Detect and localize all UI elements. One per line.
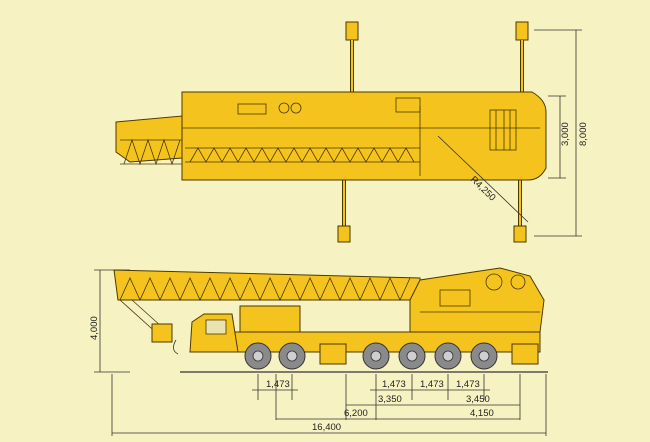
- overall-length-label: 16,400: [312, 422, 341, 433]
- top-view-body: [181, 91, 547, 181]
- outrigger-front-bottom: [337, 180, 351, 243]
- span-d-label: 4,150: [470, 408, 494, 419]
- dimension-rows: [112, 389, 546, 434]
- height-label: 4,000: [89, 316, 100, 340]
- height-dimension: [94, 269, 130, 373]
- top-view-dimension-lines: [534, 29, 582, 237]
- side-view-boom-lattice: [119, 277, 411, 301]
- cab-window: [205, 319, 227, 335]
- span-b-label: 3,450: [466, 394, 490, 405]
- top-view-boom: [115, 115, 183, 163]
- wheels: [244, 342, 498, 370]
- outrigger-front-top: [345, 21, 359, 95]
- side-view: 4,000 1,473 1,473 1,473 1,473 3,350: [89, 267, 548, 436]
- top-view-jib: [120, 138, 182, 166]
- axle-spacing-mid-b: 1,473: [420, 379, 444, 390]
- top-view-truss: [182, 97, 540, 176]
- radius-line: [437, 135, 529, 223]
- front-jack: [319, 343, 347, 365]
- top-view: R4,250 3,000 8,000: [115, 21, 589, 243]
- width-extended-label: 8,000: [578, 122, 589, 146]
- boom-hook: [119, 299, 179, 355]
- witness-lines: [111, 374, 547, 436]
- width-retracted-label: 3,000: [560, 122, 571, 146]
- outrigger-rear-top: [515, 21, 529, 95]
- outrigger-rear-bottom: [513, 180, 527, 243]
- span-c-label: 6,200: [344, 408, 368, 419]
- rear-jack: [511, 343, 539, 365]
- axle-spacing-front: 1,473: [266, 379, 290, 390]
- axle-spacing-rear: 1,473: [456, 379, 480, 390]
- axle-spacing-mid-a: 1,473: [382, 379, 406, 390]
- superstructure-details: [420, 273, 540, 313]
- boom-rest: [239, 305, 301, 333]
- span-a-label: 3,350: [378, 394, 402, 405]
